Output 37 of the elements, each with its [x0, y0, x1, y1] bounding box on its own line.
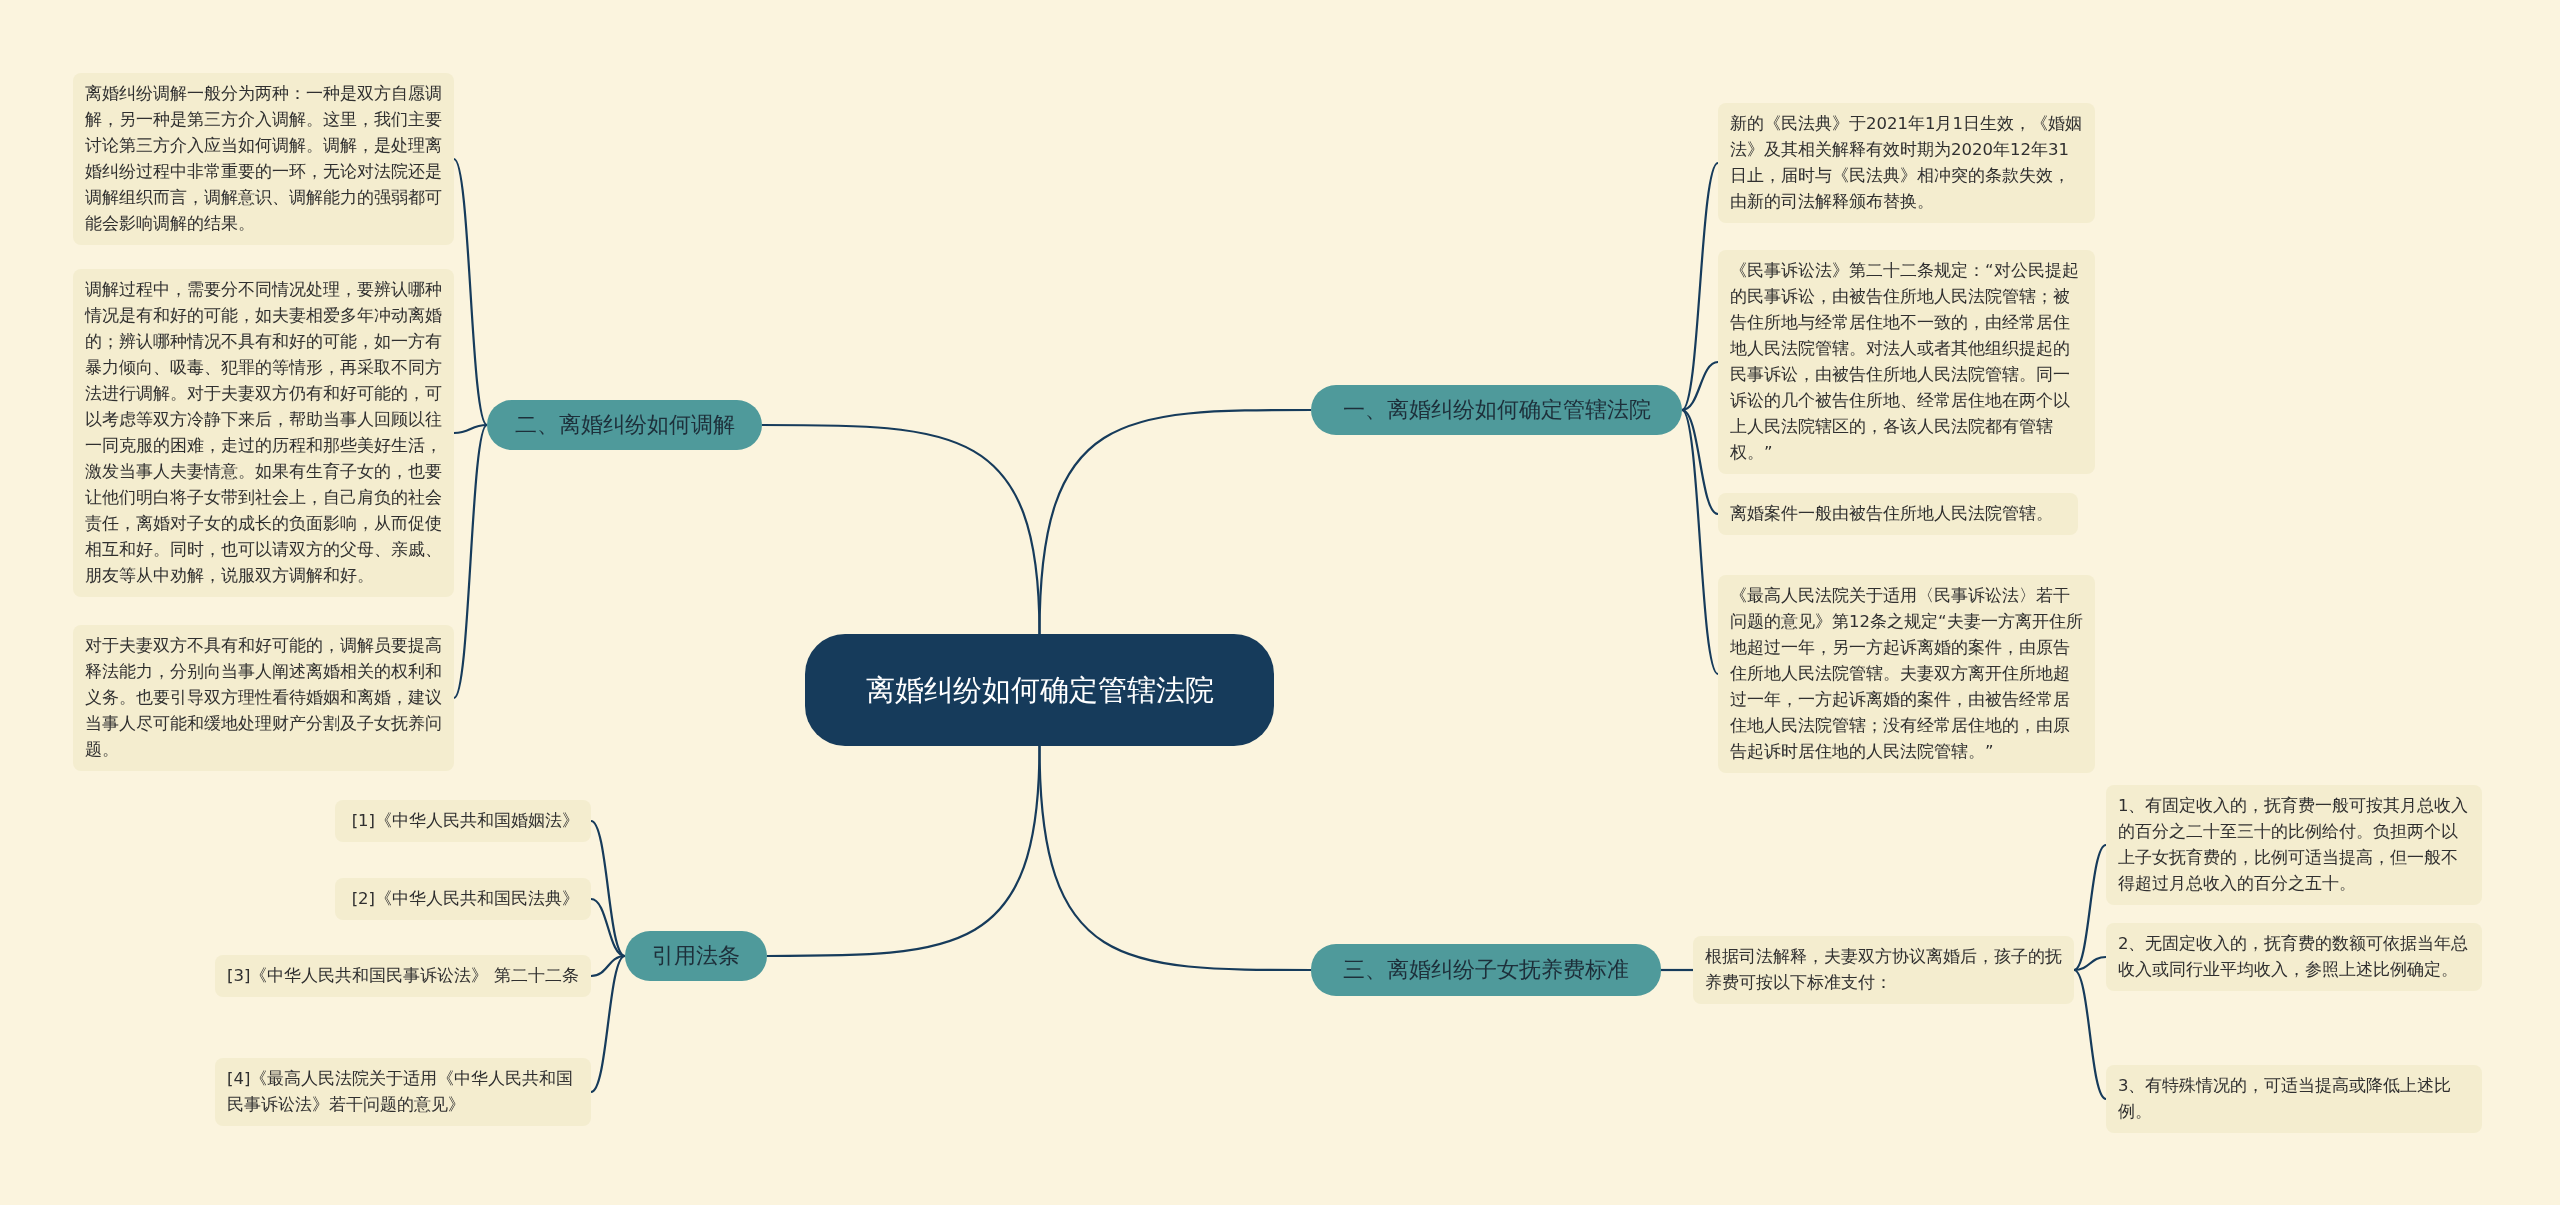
note-box: 《民事诉讼法》第二十二条规定：“对公民提起的民事诉讼，由被告住所地人民法院管辖；被告住所地与经常居住地不一致的，由经常居住地人民法院管辖。对法人或者其他组织提起的民事诉讼，由被告住所地人民法院管辖。同一诉讼的几个被告住所地、经常居住地在两个以上人民法院辖区的，各该人民法院都有管辖权。”: [1718, 250, 2095, 474]
connector-line: [2073, 969, 2107, 1100]
note-box: 离婚案件一般由被告住所地人民法院管辖。: [1718, 493, 2078, 535]
note-box: [1]《中华人民共和国婚姻法》: [335, 800, 591, 842]
note-box: 新的《民法典》于2021年1月1日生效，《婚姻法》及其相关解释有效时期为2020年12年31日止，届时与《民法典》相冲突的条款失效，由新的司法解释颁布替换。: [1718, 103, 2095, 223]
topic-box: 二、离婚纠纷如何调解: [487, 400, 762, 450]
topic-box: 引用法条: [625, 931, 767, 981]
note-box: 对于夫妻双方不具有和好可能的，调解员要提高释法能力，分别向当事人阐述离婚相关的权利和义务。也要引导双方理性看待婚姻和离婚，建议当事人尽可能和缓地处理财产分割及子女抚养问题。: [73, 625, 454, 771]
note-box: 2、无固定收入的，抚育费的数额可依据当年总收入或同行业平均收入，参照上述比例确定。: [2106, 923, 2482, 991]
connector-line: [453, 158, 488, 426]
connector-line: [1681, 162, 1719, 411]
note-box: 根据司法解释，夫妻双方协议离婚后，孩子的抚养费可按以下标准支付：: [1693, 936, 2074, 1004]
connector-line: [590, 897, 626, 958]
note-box: 1、有固定收入的，抚育费一般可按其月总收入的百分之二十至三十的比例给付。负担两个以上子女抚育费的，比例可适当提高，但一般不得超过月总收入的百分之五十。: [2106, 785, 2482, 905]
note-box: 《最高人民法院关于适用〈民事诉讼法〉若干问题的意见》第12条之规定“夫妻一方离开住所地超过一年，另一方起诉离婚的案件，由原告住所地人民法院管辖。夫妻双方离开住所地超过一年，一方起诉离婚的案件，由被告经常居住地人民法院管辖；没有经常居住地的，由原告起诉时居住地的人民法院管辖。”: [1718, 575, 2095, 773]
connector-line: [590, 954, 626, 978]
connector-line: [767, 745, 1041, 958]
central-topic-box: 离婚纠纷如何确定管辖法院: [805, 634, 1274, 746]
note-box: [4]《最高人民法院关于适用《中华人民共和国民事诉讼法》若干问题的意见》: [215, 1058, 591, 1126]
connector-line: [453, 423, 488, 435]
connector-line: [1681, 360, 1719, 412]
connector-line: [1681, 409, 1719, 515]
note-box: [2]《中华人民共和国民法典》: [335, 878, 591, 920]
connector-line: [453, 424, 488, 699]
connector-line: [2073, 955, 2107, 972]
note-box: 离婚纠纷调解一般分为两种：一种是双方自愿调解，另一种是第三方介入调解。这里，我们主要讨论第三方介入应当如何调解。调解，是处理离婚纠纷过程中非常重要的一环，无论对法院还是调解组织而言，调解意识、调解能力的强弱都可能会影响调解的结果。: [73, 73, 454, 245]
note-box: [3]《中华人民共和国民事诉讼法》 第二十二条: [215, 955, 591, 997]
connector-line: [590, 820, 626, 957]
connector-line: [590, 955, 626, 1093]
connector-line: [1661, 968, 1693, 972]
note-box: 调解过程中，需要分不同情况处理，要辨认哪种情况是有和好的可能，如夫妻相爱多年冲动离婚的；辨认哪种情况不具有和好的可能，如一方有暴力倾向、吸毒、犯罪的等情形，再采取不同方法进行调解。对于夫妻双方仍有和好可能的，可以考虑等双方冷静下来后，帮助当事人回顾以往一同克服的困难，走过的历程和那些美好生活，激发当事人夫妻情意。如果有生育子女的，也要让他们明白将子女带到社会上，自己肩负的社会责任，离婚对子女的成长的负面影响，从而促使相互和好。同时，也可以请双方的父母、亲戚、朋友等从中劝解，说服双方调解和好。: [73, 269, 454, 597]
connector-line: [762, 423, 1041, 635]
connector-line: [1681, 409, 1719, 675]
note-box: 3、有特殊情况的，可适当提高或降低上述比例。: [2106, 1065, 2482, 1133]
topic-box: 三、离婚纠纷子女抚养费标准: [1311, 944, 1661, 996]
topic-box: 一、离婚纠纷如何确定管辖法院: [1311, 385, 1682, 435]
connector-line: [2073, 844, 2107, 971]
